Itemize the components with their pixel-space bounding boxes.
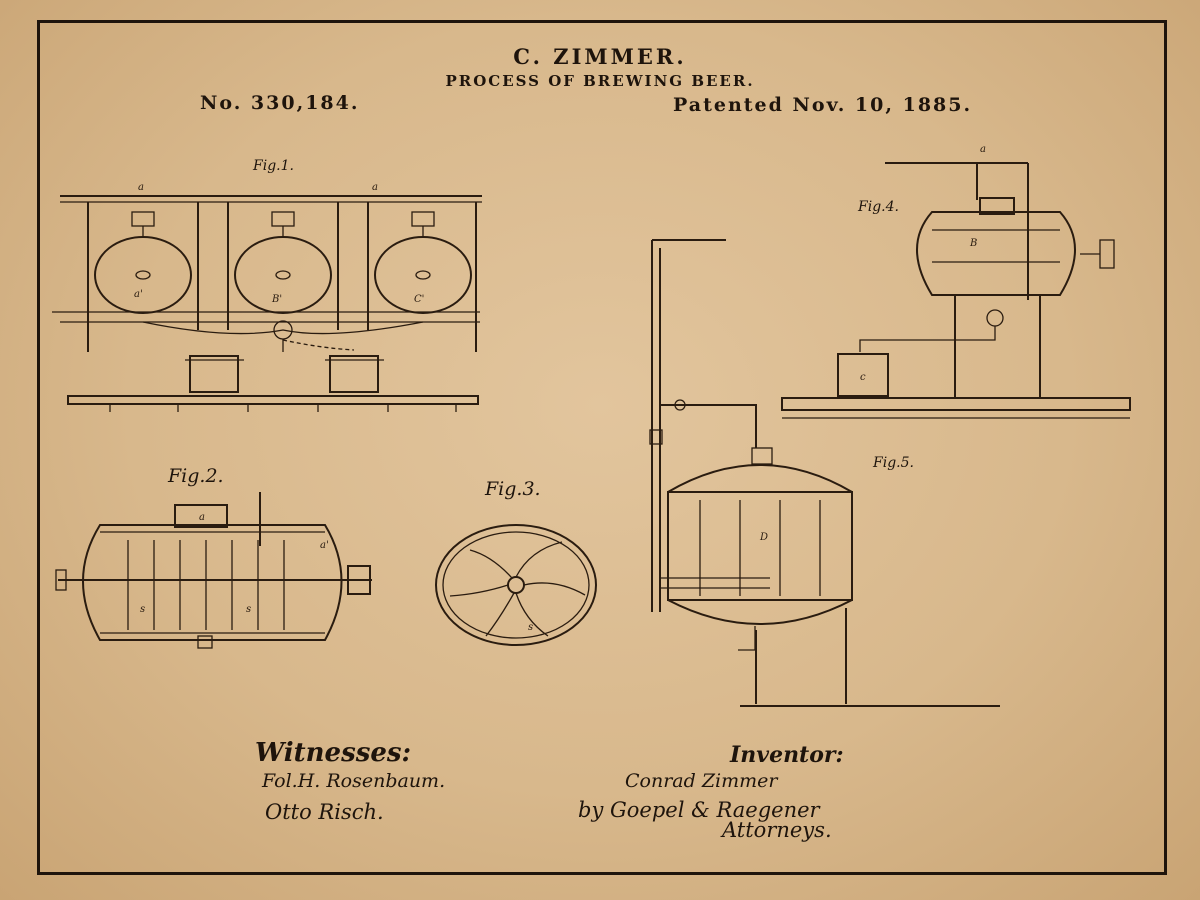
fig2-label-s-right: s — [246, 604, 251, 615]
fig4-label: Fig.4. — [858, 199, 899, 215]
patent-subtitle: PROCESS OF BREWING BEER. — [445, 72, 755, 90]
fig1-label-b-prime: B' — [271, 294, 282, 305]
fig3-label-s: s — [528, 622, 533, 633]
witness-signature-1: Fol.H. Rosenbaum. — [262, 770, 446, 792]
fig2-drawing: a a' s s — [55, 492, 372, 649]
fig2-label: Fig.2. — [168, 465, 224, 487]
fig3-label: Fig.3. — [485, 478, 541, 500]
fig4-drawing: a B c — [781, 144, 1131, 419]
witnesses-heading: Witnesses: — [255, 738, 412, 768]
patent-date: Patented Nov. 10, 1885. — [673, 94, 973, 116]
inventor-heading: Inventor: — [730, 742, 844, 768]
fig1-label-c-prime: C' — [414, 294, 424, 305]
fig5-label-d: D — [759, 532, 768, 543]
fig3-drawing: s — [435, 524, 597, 646]
fig1-drawing: a a a' B' C' — [52, 182, 482, 412]
fig1-label-a-left: a — [138, 182, 144, 193]
inventor-signature: Conrad Zimmer — [625, 770, 778, 792]
fig1-label-a-prime: a' — [134, 289, 143, 300]
fig4-label-b: B — [969, 238, 977, 249]
sheet-border — [37, 20, 1167, 875]
patent-number: No. 330,184. — [200, 92, 360, 114]
fig2-label-a: a — [199, 512, 205, 523]
fig1-label: Fig.1. — [253, 158, 294, 174]
fig1-label-a-right: a — [372, 182, 378, 193]
fig5-drawing: D — [649, 239, 1000, 707]
attorneys-label: Attorneys. — [722, 818, 832, 842]
attorneys-signature: by Goepel & Raegener — [578, 798, 820, 822]
fig2-label-a-prime: a' — [320, 540, 329, 551]
fig2-label-s-left: s — [140, 604, 145, 615]
witness-signature-2: Otto Risch. — [265, 800, 384, 824]
fig4-label-c: c — [860, 372, 866, 383]
fig5-label: Fig.5. — [873, 455, 914, 471]
fig4-label-a: a — [980, 144, 986, 155]
patent-title: C. ZIMMER. — [513, 44, 687, 69]
